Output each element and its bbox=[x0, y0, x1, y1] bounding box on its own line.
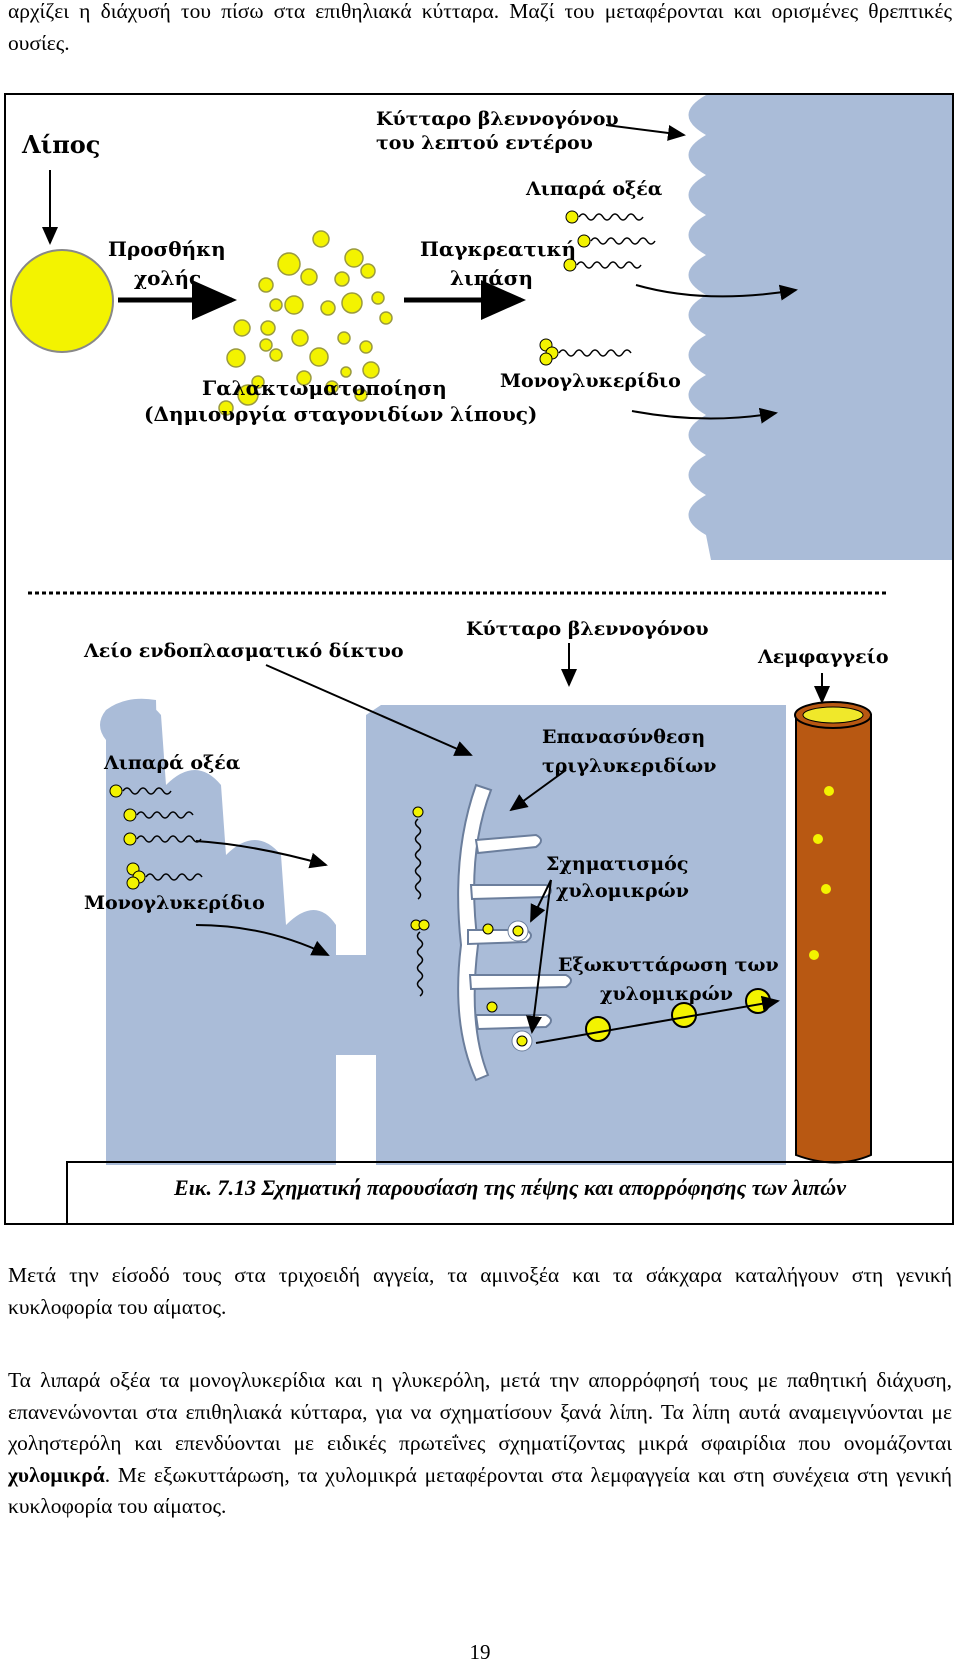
emulsion-droplets bbox=[218, 230, 393, 416]
cell-lipid-squiggles bbox=[410, 806, 430, 997]
label-resynthesis-2: τριγλυκεριδίων bbox=[542, 755, 716, 777]
label-chylo-formation-1: Σχηματισμός bbox=[546, 853, 688, 875]
fat-droplet bbox=[10, 249, 114, 353]
bottom-mucosa-cell bbox=[106, 700, 786, 1165]
label-fat: Λίπος bbox=[21, 130, 100, 159]
label-bile-1: Προσθήκη bbox=[108, 237, 226, 261]
label-fatty-acids-bottom: Λιπαρά οξέα bbox=[103, 752, 241, 774]
middle-paragraph: Μετά την είσοδό τους στα τριχοειδή αγγεί… bbox=[8, 1263, 952, 1319]
top-monoglyceride bbox=[539, 338, 632, 366]
caption-box: Εικ. 7.13 Σχηματική παρουσίαση της πέψης… bbox=[66, 1161, 952, 1223]
fat-digestion-figure: Λίπος Προσθήκη χολής Γαλακτωματοποίηση (… bbox=[4, 93, 954, 1225]
label-mucosa-cell-1: Κύτταρο βλεννογόνου bbox=[376, 108, 619, 130]
label-monoglyceride-bottom: Μονογλυκερίδιο bbox=[84, 892, 265, 914]
figure-drawing: Λίπος Προσθήκη χολής Γαλακτωματοποίηση (… bbox=[10, 95, 952, 1165]
top-fatty-acids bbox=[563, 210, 656, 272]
label-resynthesis-1: Επανασύνθεση bbox=[542, 726, 705, 748]
label-monoglyceride-top: Μονογλυκερίδιο bbox=[500, 370, 681, 392]
bottom-fatty-acids bbox=[109, 784, 202, 846]
label-fatty-acids-top: Λιπαρά οξέα bbox=[525, 178, 663, 200]
bottom-monoglyceride bbox=[126, 862, 203, 890]
cell-villi-left bbox=[100, 698, 166, 1165]
main-paragraph: Τα λιπαρά οξέα τα μονογλυκερίδια και η γ… bbox=[8, 1365, 952, 1523]
label-chylo-formation-2: χυλομικρών bbox=[556, 880, 689, 902]
label-mucosa-cell: Κύτταρο βλεννογόνου bbox=[466, 618, 709, 640]
label-bile-2: χολής bbox=[134, 266, 201, 290]
top-paragraph: αρχίζει η διάχυσή του πίσω στα επιθηλιακ… bbox=[8, 0, 952, 55]
main-paragraph-end: . Με εξωκυττάρωση, τα χυλομικρά μεταφέρο… bbox=[8, 1462, 952, 1519]
figure-caption: Εικ. 7.13 Σχηματική παρουσίαση της πέψης… bbox=[174, 1175, 846, 1200]
label-lipase-2: λιπάση bbox=[450, 266, 533, 290]
lymph-vessel bbox=[794, 701, 872, 1164]
er-triglyceride-dots bbox=[482, 920, 533, 1052]
label-smooth-er: Λείο ενδοπλασματικό δίκτυο bbox=[83, 640, 404, 662]
label-exocytosis-2: χυλομικρών bbox=[600, 983, 733, 1005]
label-lipase-1: Παγκρεατική bbox=[420, 237, 576, 261]
label-exocytosis-1: Εξωκυττάρωση των bbox=[558, 954, 779, 976]
chylomicrons-term: χυλομικρά bbox=[8, 1462, 105, 1487]
chylomicrons bbox=[585, 988, 771, 1042]
smooth-er bbox=[457, 783, 572, 1082]
main-paragraph-start: Τα λιπαρά οξέα τα μονογλυκερίδια και η γ… bbox=[8, 1368, 952, 1455]
label-lymph-vessel: Λεμφαγγείο bbox=[757, 646, 889, 668]
label-mucosa-cell-2: του λεπτού εντέρου bbox=[376, 132, 593, 154]
label-emulsify-1: Γαλακτωματοποίηση bbox=[202, 376, 447, 400]
top-intestinal-cell bbox=[688, 95, 952, 560]
label-emulsify-2: (Δημιουργία σταγονιδίων λίπους) bbox=[144, 402, 537, 426]
page-number: 19 bbox=[469, 1640, 491, 1664]
